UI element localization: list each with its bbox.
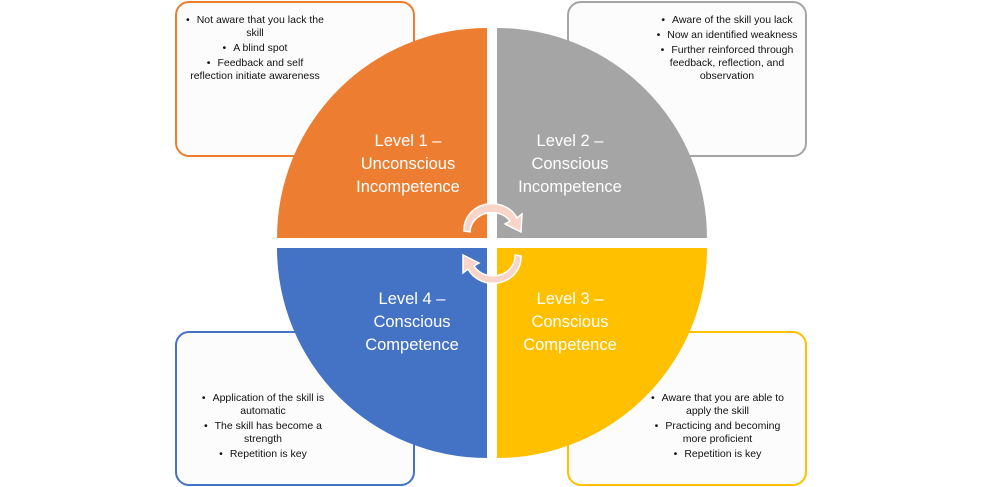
notes-level-2: Aware of the skill you lack Now an ident… — [652, 14, 802, 85]
title-line: Incompetence — [356, 178, 460, 196]
cycle-arrow-bottom-icon — [462, 253, 522, 285]
title-line: Level 1 – — [374, 132, 442, 150]
level-4-title: Level 4 – Conscious Competence — [322, 288, 502, 357]
quadrant-level-2 — [497, 28, 707, 238]
note-item: Further reinforced through feedback, ref… — [652, 44, 802, 83]
note-item: Not aware that you lack the skill — [185, 14, 325, 40]
note-item: A blind spot — [185, 42, 325, 55]
note-item: Repetition is key — [188, 448, 338, 461]
notes-level-1: Not aware that you lack the skill A blin… — [185, 14, 325, 85]
title-line: Incompetence — [518, 178, 622, 196]
title-line: Conscious — [531, 313, 609, 331]
title-line: Conscious — [373, 313, 451, 331]
title-line: Competence — [365, 336, 459, 354]
title-line: Level 2 – — [536, 132, 604, 150]
note-item: The skill has become a strength — [188, 420, 338, 446]
quadrant-level-4 — [277, 248, 487, 458]
title-line: Level 4 – — [378, 290, 446, 308]
cycle-arrow-top-icon — [463, 202, 523, 234]
level-3-title: Level 3 – Conscious Competence — [480, 288, 660, 357]
title-line: Level 3 – — [536, 290, 604, 308]
notes-level-4: Application of the skill is automatic Th… — [188, 392, 338, 463]
note-item: Practicing and becoming more proficient — [645, 420, 790, 446]
quadrant-level-1 — [277, 28, 487, 238]
level-2-title: Level 2 – Conscious Incompetence — [480, 130, 660, 199]
note-item: Application of the skill is automatic — [188, 392, 338, 418]
note-item: Aware of the skill you lack — [652, 14, 802, 27]
notes-level-3: Aware that you are able to apply the ski… — [645, 392, 790, 463]
note-item: Feedback and self reflection initiate aw… — [185, 57, 325, 83]
title-line: Unconscious — [360, 155, 456, 173]
note-item: Aware that you are able to apply the ski… — [645, 392, 790, 418]
note-item: Now an identified weakness — [652, 29, 802, 42]
quadrant-level-3 — [497, 248, 707, 458]
level-1-title: Level 1 – Unconscious Incompetence — [318, 130, 498, 199]
title-line: Competence — [523, 336, 617, 354]
title-line: Conscious — [531, 155, 609, 173]
note-item: Repetition is key — [645, 448, 790, 461]
